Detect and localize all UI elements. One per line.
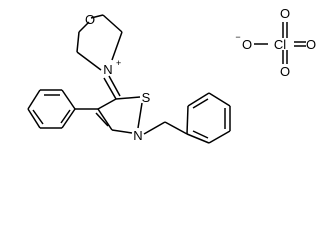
morpholine-ring <box>76 14 123 71</box>
atom-oxygen-top: O <box>280 6 290 21</box>
phenyl-ring <box>27 89 98 129</box>
atom-chlorine: Cl <box>274 37 286 52</box>
atom-oxygen-right: O <box>306 37 316 52</box>
structure-diagram: O N + S N <box>27 6 316 144</box>
perchlorate-anion <box>254 22 306 64</box>
benzyl-group <box>143 92 231 144</box>
atom-sulfur: S <box>142 90 151 105</box>
atom-oxygen-anionic: O <box>242 37 252 52</box>
charge-negative: − <box>235 32 240 42</box>
charge-positive: + <box>116 58 121 68</box>
iminium-double-bond <box>103 75 121 100</box>
atom-nitrogen-iminium: N <box>103 62 112 77</box>
atom-oxygen-bottom: O <box>280 64 290 79</box>
atom-oxygen-morpholine: O <box>85 12 95 27</box>
isothiazole-ring <box>95 96 143 134</box>
atom-nitrogen-ring: N <box>133 128 142 143</box>
